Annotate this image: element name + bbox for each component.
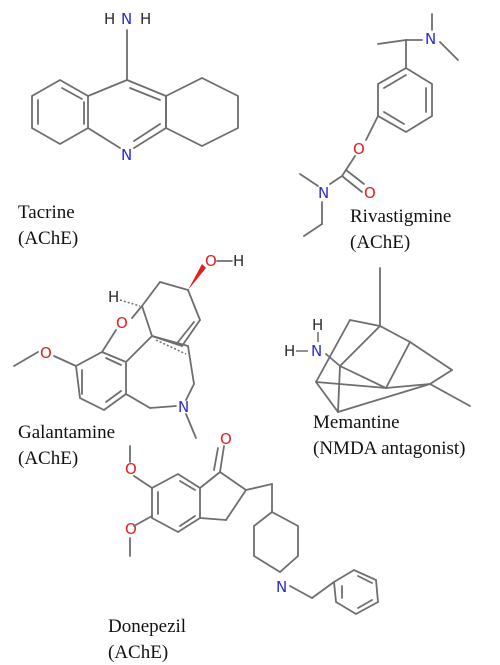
tacrine-label: Tacrine (AChE)	[18, 200, 78, 252]
methylamine-nitrogen: N	[178, 398, 189, 416]
methoxy-oxygen-top: O	[125, 460, 137, 478]
amine-nitrogen: N	[121, 10, 132, 28]
methoxy-oxygen: O	[40, 344, 52, 362]
methoxy-oxygen-bottom: O	[125, 520, 137, 538]
compound-target: (AChE)	[108, 642, 169, 663]
rivastigmine-label: Rivastigmine (AChE)	[350, 204, 451, 256]
rivastigmine-structure: N O O N	[299, 13, 459, 237]
piperidine-nitrogen: N	[276, 578, 287, 596]
tacrine-structure: H N H N	[31, 10, 239, 164]
compound-name: Donepezil	[108, 616, 187, 637]
compound-name: Galantamine	[18, 422, 116, 443]
donepezil-label: Donepezil (AChE)	[108, 614, 186, 665]
amine-h-right: H	[140, 10, 151, 28]
compound-name: Memantine	[313, 412, 400, 433]
compound-target: (NMDA antagonist)	[313, 438, 466, 459]
memantine-structure: H N H	[284, 267, 471, 413]
carbonyl-oxygen: O	[364, 184, 376, 202]
ether-oxygen: O	[116, 314, 128, 332]
compound-target: (AChE)	[18, 228, 79, 249]
compound-name: Tacrine	[18, 202, 75, 223]
compound-target: (AChE)	[350, 232, 411, 253]
hydroxyl-oxygen: O	[205, 252, 217, 270]
amine-nitrogen-memantine: N	[311, 342, 322, 360]
amine-h-left: H	[104, 10, 115, 28]
ring-nitrogen: N	[121, 146, 132, 164]
donepezil-structure: O O O N	[125, 430, 379, 616]
hydroxyl-hydrogen: H	[233, 252, 244, 270]
dimethylamine-nitrogen: N	[425, 30, 436, 48]
ester-oxygen: O	[353, 140, 365, 158]
amine-h-left-memantine: H	[284, 342, 295, 360]
galantamine-structure: O H O H O N	[13, 252, 244, 439]
ketone-oxygen: O	[220, 430, 232, 448]
stereo-wedge	[188, 264, 206, 290]
carbamate-nitrogen: N	[318, 184, 329, 202]
memantine-label: Memantine (NMDA antagonist)	[313, 410, 466, 462]
amine-h-top: H	[312, 316, 323, 334]
compound-target: (AChE)	[18, 448, 79, 469]
bridge-hydrogen: H	[108, 288, 119, 306]
galantamine-label: Galantamine (AChE)	[18, 420, 115, 472]
compound-name: Rivastigmine	[350, 206, 452, 227]
